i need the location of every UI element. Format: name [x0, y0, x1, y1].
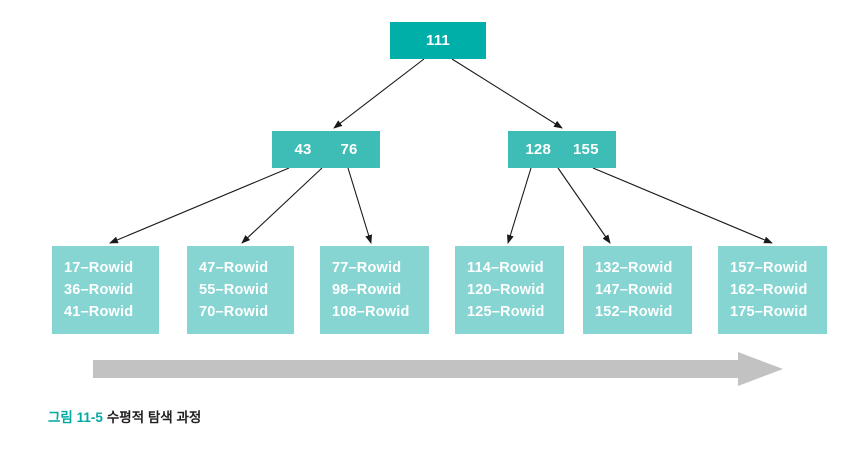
edge-branch-2-to-leaf-4	[506, 167, 532, 244]
branch-2-key-0: 128	[525, 141, 551, 158]
btree-leaf-node-1: 17–Rowid 36–Rowid 41–Rowid	[52, 246, 159, 334]
leaf-2-entry-1: 55–Rowid	[199, 281, 269, 298]
edge-root-to-branch-1	[333, 58, 425, 129]
edge-root-to-branch-2	[451, 58, 563, 129]
leaf-3-entry-2: 108–Rowid	[332, 304, 410, 321]
leaf-2-entry-2: 70–Rowid	[199, 304, 269, 321]
caption-label: 그림 11-5	[48, 410, 103, 425]
leaf-1-entry-0: 17–Rowid	[64, 259, 134, 276]
btree-branch-node-2: 128 155	[508, 131, 616, 168]
leaf-4-entry-2: 125–Rowid	[467, 304, 545, 321]
edge-branch-2-to-leaf-5	[557, 167, 611, 244]
btree-branch-node-1: 43 76	[272, 131, 380, 168]
leaf-3-entry-0: 77–Rowid	[332, 259, 402, 276]
horizontal-scan-arrow	[93, 352, 783, 386]
leaf-4-entry-1: 120–Rowid	[467, 281, 545, 298]
btree-leaf-node-3: 77–Rowid 98–Rowid 108–Rowid	[320, 246, 429, 334]
branch-2-key-1: 155	[573, 141, 599, 158]
root-key-0: 111	[426, 32, 450, 49]
leaf-6-entry-2: 175–Rowid	[730, 304, 808, 321]
branch-1-key-1: 76	[340, 141, 358, 158]
btree-leaf-node-5: 132–Rowid 147–Rowid 152–Rowid	[583, 246, 692, 334]
leaf-6-entry-0: 157–Rowid	[730, 259, 808, 276]
btree-leaf-node-2: 47–Rowid 55–Rowid 70–Rowid	[187, 246, 294, 334]
leaf-1-entry-1: 36–Rowid	[64, 281, 134, 298]
leaf-2-entry-0: 47–Rowid	[199, 259, 269, 276]
leaf-4-entry-0: 114–Rowid	[467, 259, 544, 276]
caption-title: 수평적 탐색 과정	[106, 410, 202, 425]
btree-leaf-node-6: 157–Rowid 162–Rowid 175–Rowid	[718, 246, 827, 334]
btree-root-node: 111	[390, 22, 486, 59]
leaf-5-entry-0: 132–Rowid	[595, 259, 673, 276]
leaf-1-entry-2: 41–Rowid	[64, 304, 134, 321]
edge-branch-1-to-leaf-1	[109, 167, 290, 244]
leaf-5-entry-2: 152–Rowid	[595, 304, 673, 321]
leaf-5-entry-1: 147–Rowid	[595, 281, 673, 298]
branch-1-key-0: 43	[294, 141, 312, 158]
btree-leaf-node-4: 114–Rowid 120–Rowid 125–Rowid	[455, 246, 564, 334]
leaf-3-entry-1: 98–Rowid	[332, 281, 402, 298]
edge-branch-1-to-leaf-3	[347, 167, 373, 244]
edge-branch-2-to-leaf-6	[592, 167, 773, 244]
edge-branch-1-to-leaf-2	[241, 167, 323, 244]
leaf-6-entry-1: 162–Rowid	[730, 281, 808, 298]
